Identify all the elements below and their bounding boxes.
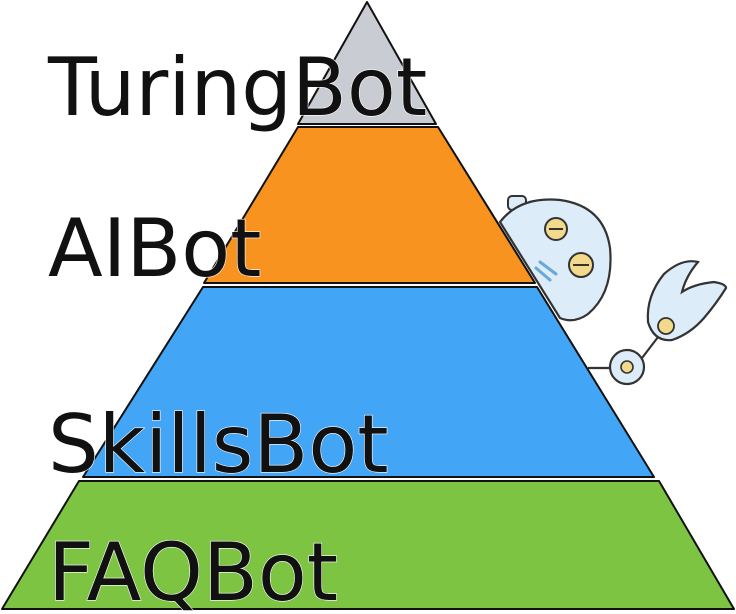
robot-peeking-icon — [498, 195, 728, 386]
tier-label-skillsbot: SkillsBot — [48, 398, 389, 491]
robot-claw-joint — [657, 317, 675, 335]
robot-head-shine — [538, 260, 558, 276]
tier-labels: TuringBot AIBot SkillsBot FAQBot — [46, 40, 427, 614]
robot-head — [498, 198, 612, 322]
robot-elbow-center — [620, 360, 634, 374]
tier-faqbot-shape — [1, 480, 735, 610]
tier-label-faqbot: FAQBot — [48, 526, 338, 614]
robot-head-shine — [534, 266, 552, 282]
tier-label-aibot: AIBot — [48, 202, 262, 295]
tier-aibot-shape — [203, 126, 536, 284]
tier-label-turingbot: TuringBot — [47, 41, 427, 134]
tier-turingbot-shape — [297, 1, 437, 125]
tier-skillsbot-shape — [82, 286, 655, 478]
